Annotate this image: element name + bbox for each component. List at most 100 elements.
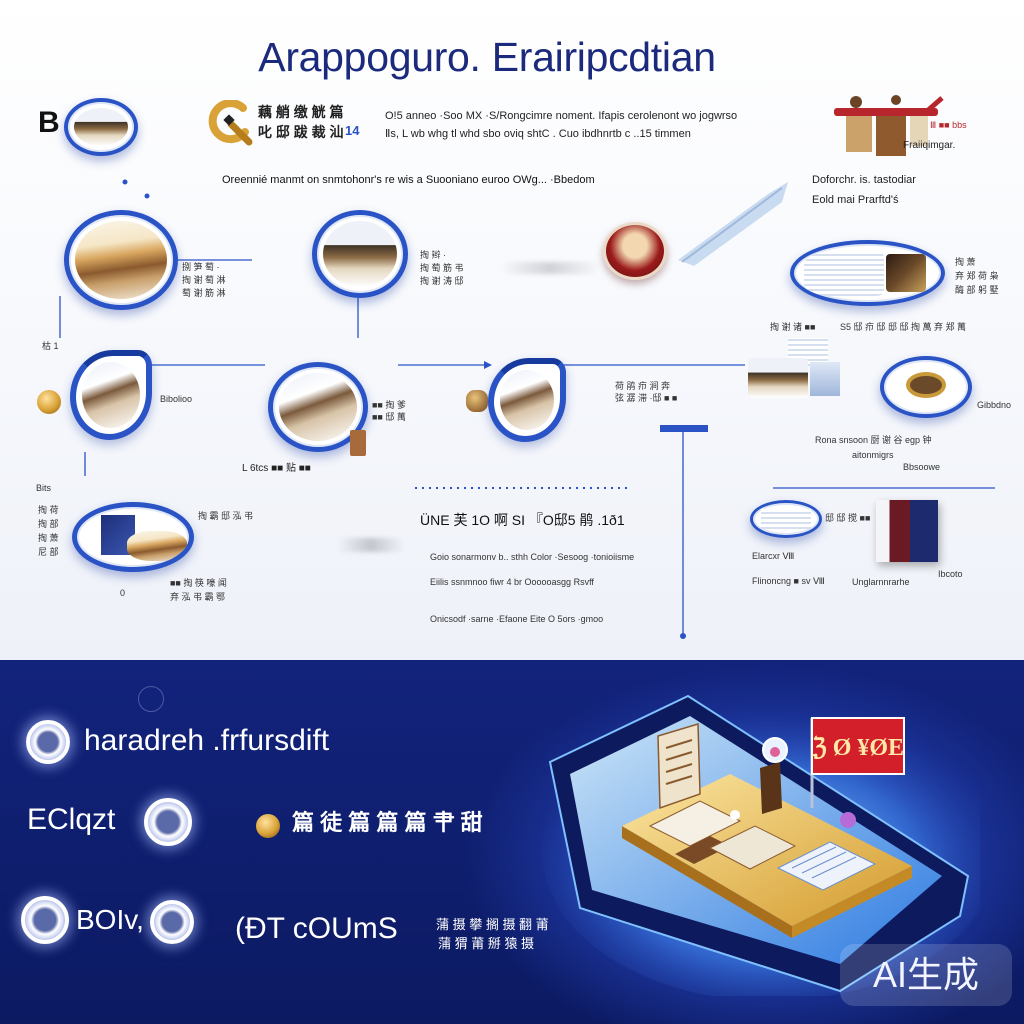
node-gallery: [488, 358, 566, 442]
figure-item: [760, 762, 782, 814]
plate-side: [792, 866, 912, 938]
node-photo: [279, 373, 357, 441]
node-photo: [804, 252, 884, 296]
newspaper-lines: [791, 846, 857, 879]
spark-icon: [730, 810, 740, 820]
band-text: S5 邸 疖 邸 邸 邸 掏 萬 弃 郑 萬: [840, 322, 967, 332]
node-gallery-caption: 弦 潺 滞 ·邸 ■ ■: [615, 393, 678, 403]
bookmark-icon: [350, 430, 366, 456]
node-ruins-caption: 掏 谢 萄 淋: [182, 275, 226, 285]
brand-line-1: 藕 艄 缴 觥 篇: [258, 104, 344, 120]
bubble-dot: [770, 747, 780, 757]
intro-line-1: O!5 anneo ·Soo MX ·S/Rongcimre noment. I…: [385, 110, 738, 122]
decor-dot: [144, 193, 150, 199]
brand-line-2: 叱 邸 跋 裁 汕: [258, 124, 344, 140]
connector-tab: [660, 425, 708, 432]
node-collage: [748, 338, 844, 400]
node-photo: [748, 358, 808, 398]
artifact-icon: [466, 390, 488, 412]
brand-badge: 14: [345, 123, 360, 138]
globe-emblem-icon: [64, 98, 138, 156]
node-scroll-caption: Flinoncng ■ sv Ⅷ: [752, 576, 825, 586]
node-photo: [810, 362, 840, 396]
node-archive: [790, 240, 945, 306]
decor-dot: [122, 179, 128, 185]
tagline: Oreennié manmt on snmtohonr's re wis a S…: [222, 174, 595, 186]
red-banner: [811, 717, 905, 775]
left-column-text: 掏 萧: [38, 533, 59, 543]
node-archive-caption: 弃 郑 荷 枭: [955, 271, 999, 281]
node-library: [72, 502, 194, 572]
left-column-text: 尼 部: [38, 547, 59, 557]
node-photo: [761, 509, 811, 529]
node-scroll-caption: Elarcxr Ⅷ: [752, 551, 795, 561]
node-photo: [75, 221, 167, 299]
corner-caption-1: Ⅲ ■■ bbs: [930, 120, 967, 130]
glow-ring-icon: [26, 720, 70, 764]
bottom-line-2-tail: 篇 徒 篇 篇 篇 肀 甜: [292, 810, 483, 835]
center-line: Onicsodf ·sarne ·Efaone Eite O 5ors ·gmo…: [430, 614, 604, 624]
side-text: Bbsoowe: [903, 462, 941, 472]
band-text: 掏 谢 诸 ■■: [770, 322, 816, 332]
standing-card: [657, 723, 701, 810]
node-photo: [500, 370, 554, 430]
bottom-line-3-main: (ÐT cOUmS: [235, 912, 398, 945]
node-archive-caption: 掏 萧: [955, 257, 976, 267]
side-note-1: Doforchr. is. tastodiar: [812, 174, 916, 186]
book-item: [708, 825, 797, 870]
side-note-2: Eold mai Prarftd'ś: [812, 194, 899, 206]
node-photo: [906, 372, 946, 398]
intro-line-2: Ⅱs, L wb whg tl whd sbo oviq shtC . Cuo …: [385, 128, 691, 140]
node-monument-caption: Bibolioo: [160, 394, 193, 404]
artifact-illustration: [834, 95, 944, 156]
node-city: [312, 210, 408, 298]
node-city-caption: 掏 谢 涛 邸: [420, 276, 464, 286]
node-ring-artifact-caption: Gibbdno: [977, 400, 1012, 410]
center-line: Eiilis ssnmnoo fiwr 4 br Oooooasgg Rsvff: [430, 577, 594, 587]
gold-q-logo-icon: [208, 100, 253, 146]
node-ruins-caption: 萄 谢 筋 淋: [182, 288, 226, 298]
blurred-smudge: [500, 262, 600, 274]
bottom-line-3-lead: BOIv,: [76, 904, 144, 935]
node-book-caption: Ibcoto: [938, 569, 963, 579]
glow-ring-icon: [21, 896, 69, 944]
corner-caption-2: Fraiiqimgar.: [903, 140, 956, 151]
gold-coin-icon: [256, 814, 280, 838]
orb-icon: [840, 812, 856, 828]
connector-layer: [59, 179, 995, 639]
book-item: [648, 800, 742, 847]
tick-label: 枯 1: [42, 341, 59, 351]
arrowhead-icon: [484, 361, 492, 369]
red-gem-icon: [603, 222, 667, 280]
book-item: [675, 836, 730, 864]
node-book-caption: Unglarnnrarhe: [852, 577, 910, 587]
center-line: Goio sonarmonv b.. sthh Color ·Sesoog ·t…: [430, 552, 635, 562]
node-photo: [127, 531, 187, 561]
node-ruins-caption: 捌 笋 萄 ·: [182, 262, 220, 272]
gold-coin-icon: [37, 390, 61, 414]
node-manuscript-footer: L 6tcs ■■ 贴 ■■: [242, 463, 311, 474]
center-heading: ÜNE 芙 1O 啊 SI 『O邸5 鹃 .1ð1: [420, 512, 625, 528]
node-manuscript-caption: ■■ 邸 萬: [372, 412, 406, 422]
bottom-note: 蒲 猬 莆 掰 猿 摄: [438, 936, 535, 951]
node-photo: [886, 254, 926, 292]
bottom-line-2-lead: EClqzt: [27, 803, 116, 836]
node-monument: [70, 350, 152, 440]
ai-generated-watermark: AI生成: [840, 944, 1012, 1006]
node-photo: [323, 221, 397, 287]
side-text: aitonmigrs: [852, 450, 894, 460]
node-city-caption: 掏 萄 筋 弔: [420, 263, 464, 273]
card-lines: [665, 739, 693, 785]
tablet-illustration: ℨ Ø ¥ØE: [542, 694, 980, 996]
node-ring-artifact: [880, 356, 972, 418]
header-glyph: B: [38, 106, 60, 139]
bottom-note: 蒲 摄 攀 搁 摄 翻 莆: [436, 917, 549, 932]
node-scroll-caption: 邸 邸 搅 ■■: [825, 513, 871, 523]
node-photo: [82, 362, 140, 428]
bottom-line-1: haradreh .frfursdift: [84, 724, 330, 757]
glow-ring-icon: [144, 798, 192, 846]
left-column-text: 掏 荷: [38, 505, 59, 515]
left-column-text: 掏 部: [38, 519, 59, 529]
side-text: Rona snsoon 厨 谢 谷 egp 钟: [815, 435, 932, 445]
connector-dot: [680, 633, 686, 639]
